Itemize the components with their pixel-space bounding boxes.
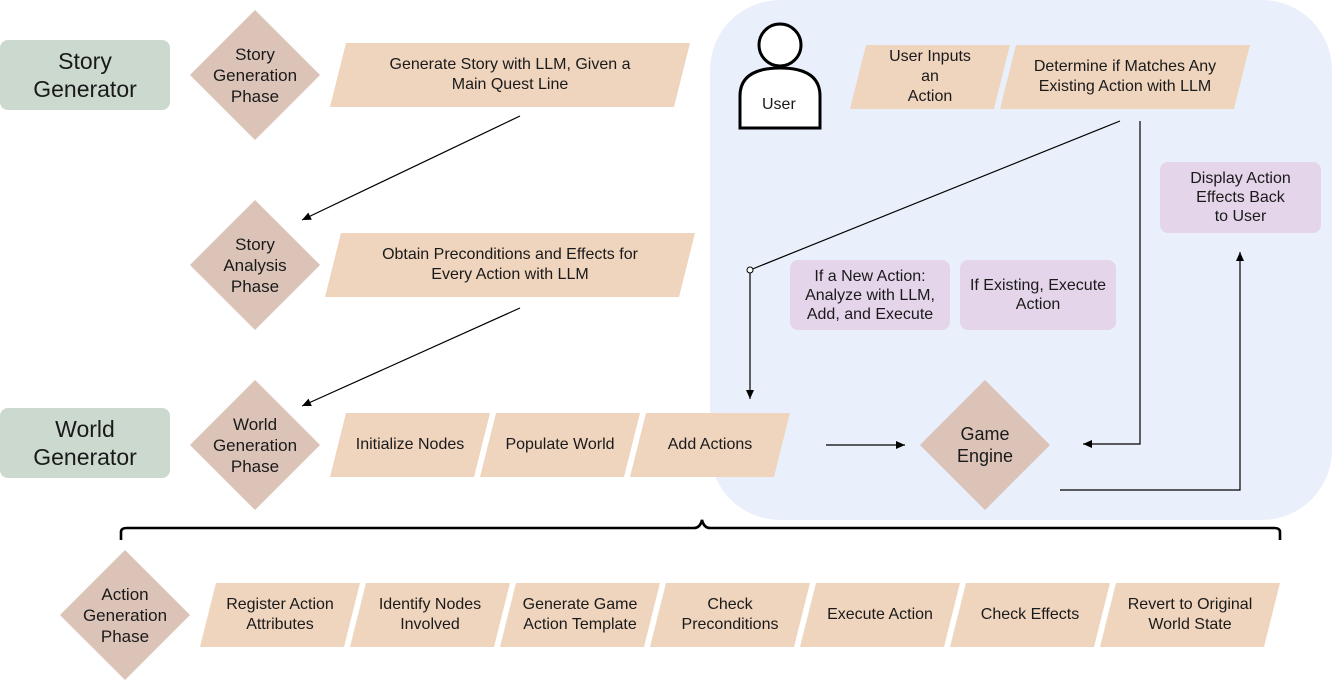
user-label: User xyxy=(762,96,796,113)
branch-junction xyxy=(746,266,754,274)
new-action-box: If a New Action: Analyze with LLM, Add, … xyxy=(790,260,950,330)
generate-story-step: Generate Story with LLM, Given a Main Qu… xyxy=(330,43,690,107)
initialize-nodes-step: Initialize Nodes xyxy=(330,413,490,477)
line-match-to-branch xyxy=(749,120,1121,271)
existing-action-box: If Existing, Execute Action xyxy=(960,260,1116,330)
action-step: Check Preconditions xyxy=(650,583,810,647)
add-actions-step: Add Actions xyxy=(630,413,790,477)
action-step: Register Action Attributes xyxy=(200,583,360,647)
determine-match-step: Determine if Matches Any Existing Action… xyxy=(1000,45,1250,109)
action-step: Identify Nodes Involved xyxy=(350,583,510,647)
arrow-existing-to-engine xyxy=(1083,121,1141,448)
action-step: Revert to Original World State xyxy=(1100,583,1280,647)
game-engine: Game Engine xyxy=(919,379,1051,511)
action-step: Check Effects xyxy=(950,583,1110,647)
action-step: Generate Game Action Template xyxy=(500,583,660,647)
action-step: Execute Action xyxy=(800,583,960,647)
obtain-preconditions-step: Obtain Preconditions and Effects for Eve… xyxy=(325,233,695,297)
world-generation-phase: World Generation Phase xyxy=(189,379,321,511)
world-generator-label: World Generator xyxy=(0,408,170,478)
action-generation-phase: Action Generation Phase xyxy=(59,549,191,681)
story-generation-phase: Story Generation Phase xyxy=(189,9,321,141)
arrow-analysis-to-world xyxy=(301,307,521,407)
arrow-generate-to-analysis xyxy=(301,115,521,221)
arrow-engine-to-display xyxy=(1060,252,1244,491)
user-inputs-step: User Inputs an Action xyxy=(850,45,1010,109)
story-generator-label: Story Generator xyxy=(0,40,170,110)
populate-world-step: Populate World xyxy=(480,413,640,477)
action-phase-brace xyxy=(119,519,1282,540)
user-icon xyxy=(738,22,822,130)
display-effects-box: Display Action Effects Back to User xyxy=(1160,162,1321,233)
story-analysis-phase: Story Analysis Phase xyxy=(189,199,321,331)
